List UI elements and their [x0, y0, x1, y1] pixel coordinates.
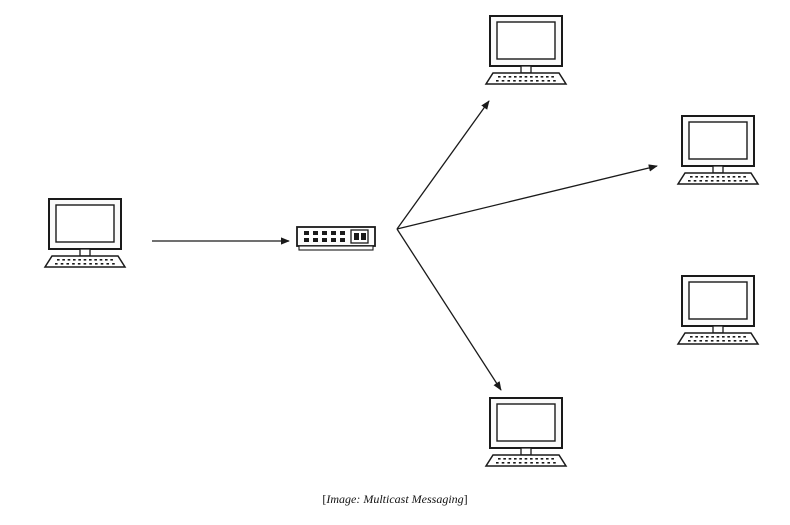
network-switch-network-switch-icon [296, 226, 376, 251]
receiver-right-desktop-computer-icon [676, 115, 760, 185]
caption-open-bracket: [ [322, 492, 327, 506]
arrow-network-switch-to-receiver-right [396, 164, 658, 230]
devices [43, 15, 760, 467]
figure-caption: [Image: Multicast Messaging] [0, 492, 790, 507]
connections [152, 100, 658, 391]
arrow-network-switch-to-receiver-bottom [396, 228, 502, 391]
caption-close-bracket: ] [463, 492, 468, 506]
non-receiver-desktop-computer-icon [676, 275, 760, 345]
arrow-network-switch-to-receiver-top [396, 100, 490, 230]
receiver-top-desktop-computer-icon [484, 15, 568, 85]
caption-text: Image: Multicast Messaging [326, 492, 464, 506]
receiver-bottom-desktop-computer-icon [484, 397, 568, 467]
sender-desktop-computer-icon [43, 198, 127, 268]
